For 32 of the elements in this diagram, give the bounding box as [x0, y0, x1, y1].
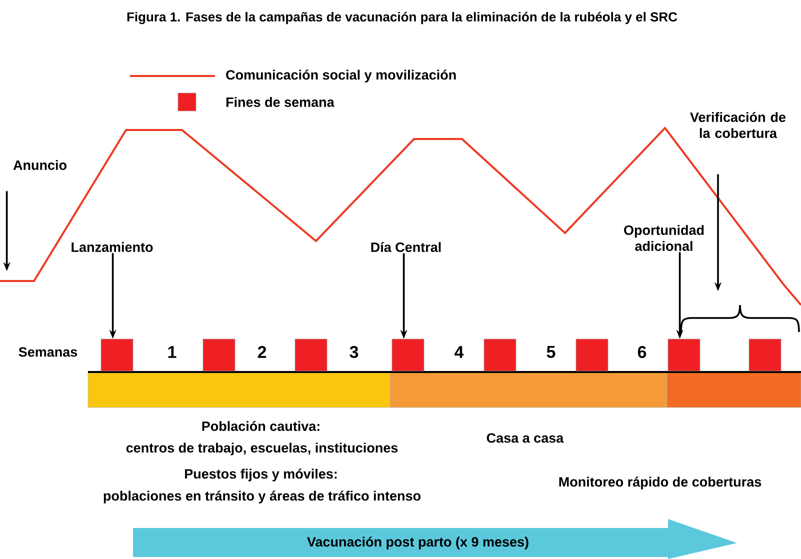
weekend-square: [392, 338, 424, 372]
weekend-square: [484, 338, 516, 372]
event-label: Lanzamiento: [72, 242, 153, 252]
weekend-square: [202, 338, 236, 372]
event-label: Verificación de la cobertura: [690, 112, 786, 138]
event-label: Oportunidad adicional: [624, 225, 704, 251]
weekend-square: [294, 338, 328, 372]
legend-label: Fines de semana: [226, 97, 334, 107]
week-number: 1: [168, 346, 176, 358]
weekend-square: [668, 338, 700, 372]
event-label: Día Central: [371, 242, 441, 252]
weekend-square: [576, 338, 608, 372]
row-label: Semanas: [18, 347, 78, 357]
week-number: 5: [546, 346, 556, 358]
legend-label: Comunicación social y movilización: [226, 70, 456, 82]
bar-caption: poblaciones en tránsito y áreas de tráfico intenso: [104, 490, 420, 504]
phase-bar: [88, 372, 390, 408]
event-label: Anuncio: [13, 160, 66, 170]
phase-bar: [666, 372, 801, 408]
bar-caption: Casa a casa: [486, 433, 564, 443]
week-number: 3: [350, 346, 358, 358]
figure-title: Figura 1. Fases de la campañas de vacunación para la eliminación de la rubéola y el SRC: [127, 12, 678, 24]
phase-note: Monitoreo rápido de coberturas: [559, 476, 762, 490]
week-number: 4: [454, 346, 464, 358]
phase-bar: [390, 372, 668, 408]
bar-caption: Puestos fijos y móviles:: [185, 468, 337, 482]
weekend-square: [748, 338, 782, 372]
weekend-square: [100, 338, 134, 372]
bar-caption: centros de trabajo, escuelas, instituciones: [126, 442, 398, 456]
week-number: 6: [638, 346, 646, 358]
bar-caption: Población cautiva:: [202, 420, 320, 431]
week-number: 2: [258, 346, 266, 358]
